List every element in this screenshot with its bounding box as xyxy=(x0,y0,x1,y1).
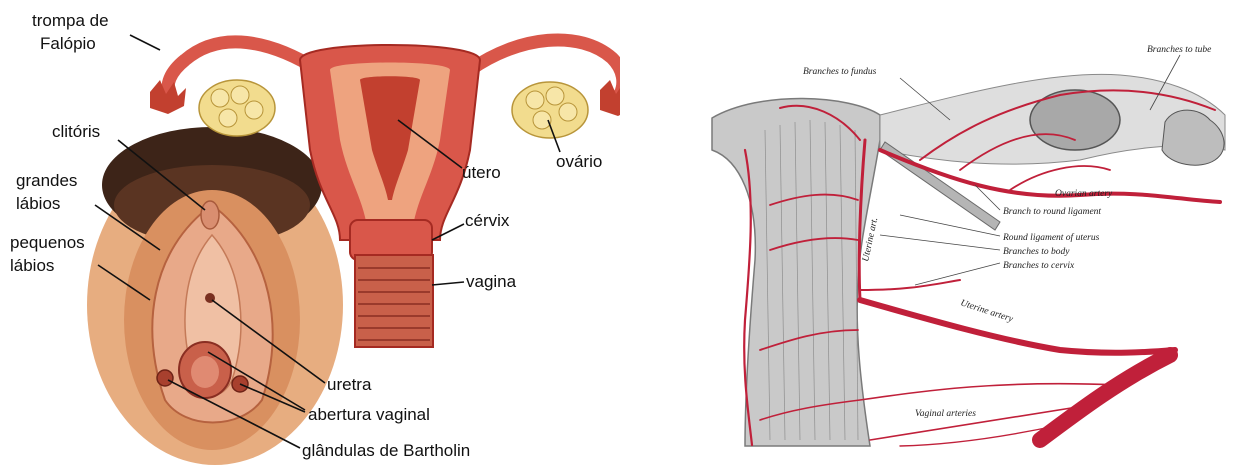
cervix-branch-1 xyxy=(860,280,960,290)
vaginal-artery-trunk xyxy=(1040,355,1170,440)
label-vaginal-arteries: Vaginal arteries xyxy=(915,409,976,419)
label-branches-body: Branches to body xyxy=(1003,247,1070,257)
uterine-artery-main xyxy=(860,300,1175,353)
label-branch-round: Branch to round ligament xyxy=(1003,207,1101,217)
label-branches-fundus: Branches to fundus xyxy=(803,66,877,77)
gray-tissue xyxy=(712,74,1225,446)
label-round-ligament: Round ligament of uterus xyxy=(1002,232,1100,243)
label-ovarian-artery: Ovarian artery xyxy=(1055,189,1113,199)
label-uterine-artery: Uterine artery xyxy=(959,298,1015,325)
label-branches-tube: Branches to tube xyxy=(1147,45,1211,55)
label-branches-cervix: Branches to cervix xyxy=(1003,261,1075,271)
uterus-gray-body xyxy=(712,98,880,446)
tube-branch-3 xyxy=(1010,166,1110,190)
